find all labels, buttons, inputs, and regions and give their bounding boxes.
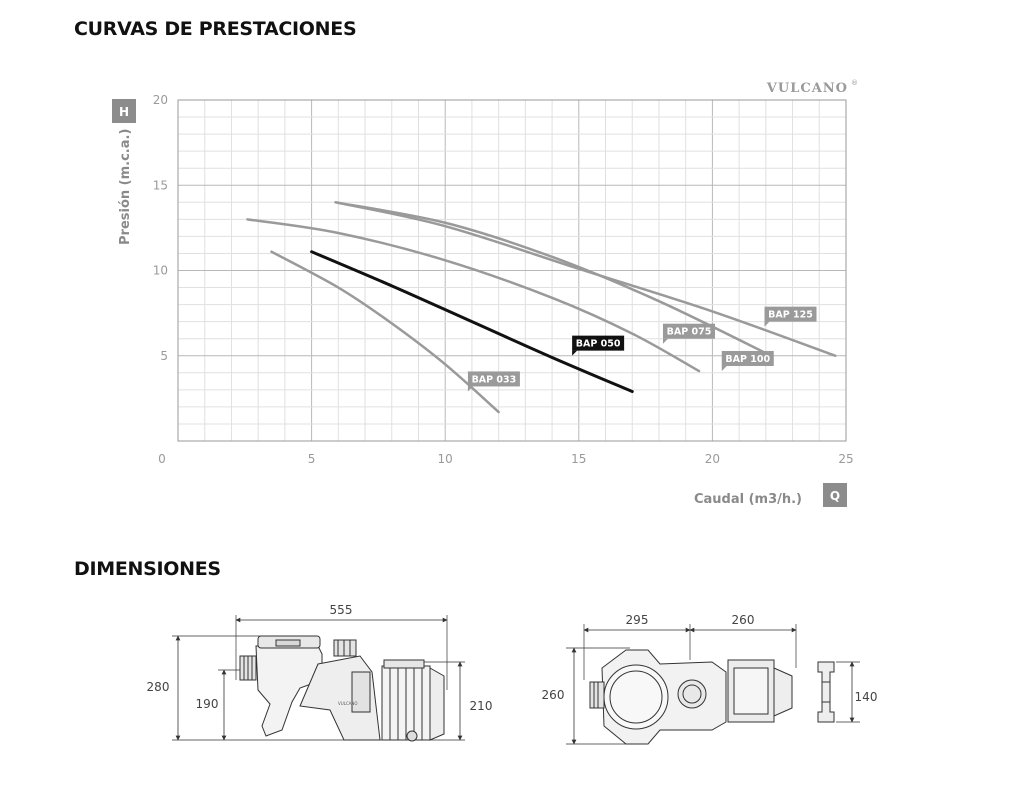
svg-text:BAP 075: BAP 075 (667, 327, 712, 338)
plot-frame (177, 99, 847, 442)
x-tick-label: 20 (705, 452, 720, 466)
side-width-dimension: 555 (330, 603, 353, 617)
x-axis-title: Caudal (m3/h.) (694, 492, 802, 507)
top-view-drawing (566, 624, 797, 745)
y-tick-label: 5 (160, 349, 168, 363)
registered-mark: ® (851, 79, 858, 87)
svg-text:BAP 050: BAP 050 (576, 339, 621, 350)
series-label-bap-075: BAP 075 (662, 323, 715, 344)
y-axis-title: Presión (m.c.a.) (118, 129, 133, 245)
x-tick-label: 10 (438, 452, 453, 466)
series-lines (246, 201, 837, 414)
end-view-drawing (817, 661, 860, 723)
series-label-bap-100: BAP 100 (721, 350, 774, 371)
y-axis-badge-text: H (119, 105, 129, 119)
svg-text:BAP 033: BAP 033 (472, 374, 517, 385)
series-line-bap-125 (334, 201, 837, 357)
side-motor-height-dimension: 210 (470, 699, 493, 713)
x-tick-label: 5 (308, 452, 316, 466)
svg-text:VULCANO: VULCANO (338, 701, 358, 706)
svg-text:BAP 125: BAP 125 (768, 310, 813, 321)
brand-logo: VULCANO (766, 81, 848, 96)
chart-grid (178, 100, 846, 441)
side-view-drawing: VULCANO (172, 615, 465, 742)
series-label-bap-033: BAP 033 (467, 371, 520, 392)
y-tick-label: 10 (153, 264, 168, 278)
top-left-width-dimension: 295 (626, 613, 649, 627)
top-right-width-dimension: 260 (732, 613, 755, 627)
series-label-bap-050: BAP 050 (572, 335, 625, 356)
side-total-height-dimension: 280 (147, 680, 170, 694)
y-tick-label: 15 (153, 178, 168, 192)
dimensions-section-title: DIMENSIONES (74, 558, 221, 580)
series-line-bap-100 (334, 201, 773, 357)
series-line-bap-075 (246, 218, 701, 373)
series-line-bap-050 (310, 250, 634, 394)
series-label-bap-125: BAP 125 (764, 306, 817, 327)
series-line-bap-033 (270, 250, 500, 414)
y-tick-label: 20 (153, 93, 168, 107)
x-tick-label: 25 (838, 452, 853, 466)
x-tick-label: 15 (571, 452, 586, 466)
x-axis-badge-text: Q (830, 489, 840, 503)
top-height-dimension: 260 (542, 688, 565, 702)
x-axis-badge (823, 483, 847, 507)
performance-section-title: CURVAS DE PRESTACIONES (74, 18, 357, 40)
end-height-dimension: 140 (855, 690, 878, 704)
side-inlet-height-dimension: 190 (196, 697, 219, 711)
svg-text:BAP 100: BAP 100 (725, 354, 770, 365)
axis-ticks: 0 5 10 15 20 25 5 10 15 20 (153, 93, 854, 466)
y-axis-badge (112, 99, 136, 123)
x-tick-label: 0 (158, 452, 166, 466)
